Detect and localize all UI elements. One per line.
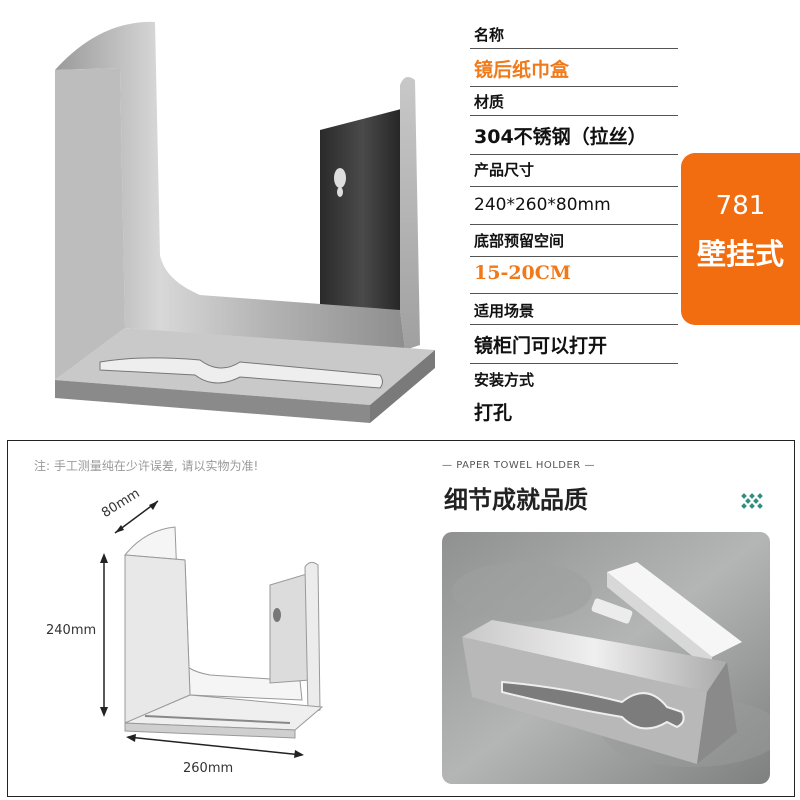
dim-height-label: 240mm [46, 623, 97, 638]
spec-value-name: 镜后纸巾盒 [474, 59, 570, 81]
spec-value-bottom-space: 15-20CM [474, 262, 571, 284]
mount-type-badge: 781 壁挂式 [681, 153, 800, 325]
spec-label-name: 名称 [474, 26, 505, 44]
dim-width-label: 260mm [183, 761, 234, 776]
spec-value-install: 打孔 [474, 402, 513, 424]
spec-label-scenario: 适用场景 [474, 302, 535, 320]
dots-grid-icon [741, 493, 763, 509]
spec-divider [470, 86, 678, 87]
dimension-diagram [100, 500, 324, 758]
detail-tag-text: PAPER TOWEL HOLDER [456, 460, 581, 471]
spec-divider [470, 115, 678, 116]
spec-label-material: 材质 [474, 93, 505, 111]
spec-value-size: 240*260*80mm [474, 195, 611, 215]
spec-value-material: 304不锈钢（拉丝） [474, 126, 647, 148]
detail-photo [442, 532, 770, 784]
spec-label-size: 产品尺寸 [474, 161, 535, 179]
detail-tag: — PAPER TOWEL HOLDER — [442, 460, 595, 471]
badge-number: 781 [715, 191, 766, 221]
badge-text: 壁挂式 [696, 237, 784, 271]
spec-divider [470, 154, 678, 155]
spec-label-bottom-space: 底部预留空间 [474, 232, 565, 250]
spec-divider [470, 224, 678, 225]
spec-divider [470, 324, 678, 325]
product-image-top [55, 21, 435, 423]
spec-divider [470, 256, 678, 257]
spec-divider [470, 363, 678, 364]
measurement-note: 注: 手工测量纯在少许误差, 请以实物为准! [34, 459, 259, 473]
spec-divider [470, 186, 678, 187]
spec-divider [470, 293, 678, 294]
spec-label-install: 安装方式 [474, 371, 535, 389]
detail-title: 细节成就品质 [444, 486, 588, 514]
spec-divider [470, 48, 678, 49]
spec-value-scenario: 镜柜门可以打开 [474, 335, 608, 357]
